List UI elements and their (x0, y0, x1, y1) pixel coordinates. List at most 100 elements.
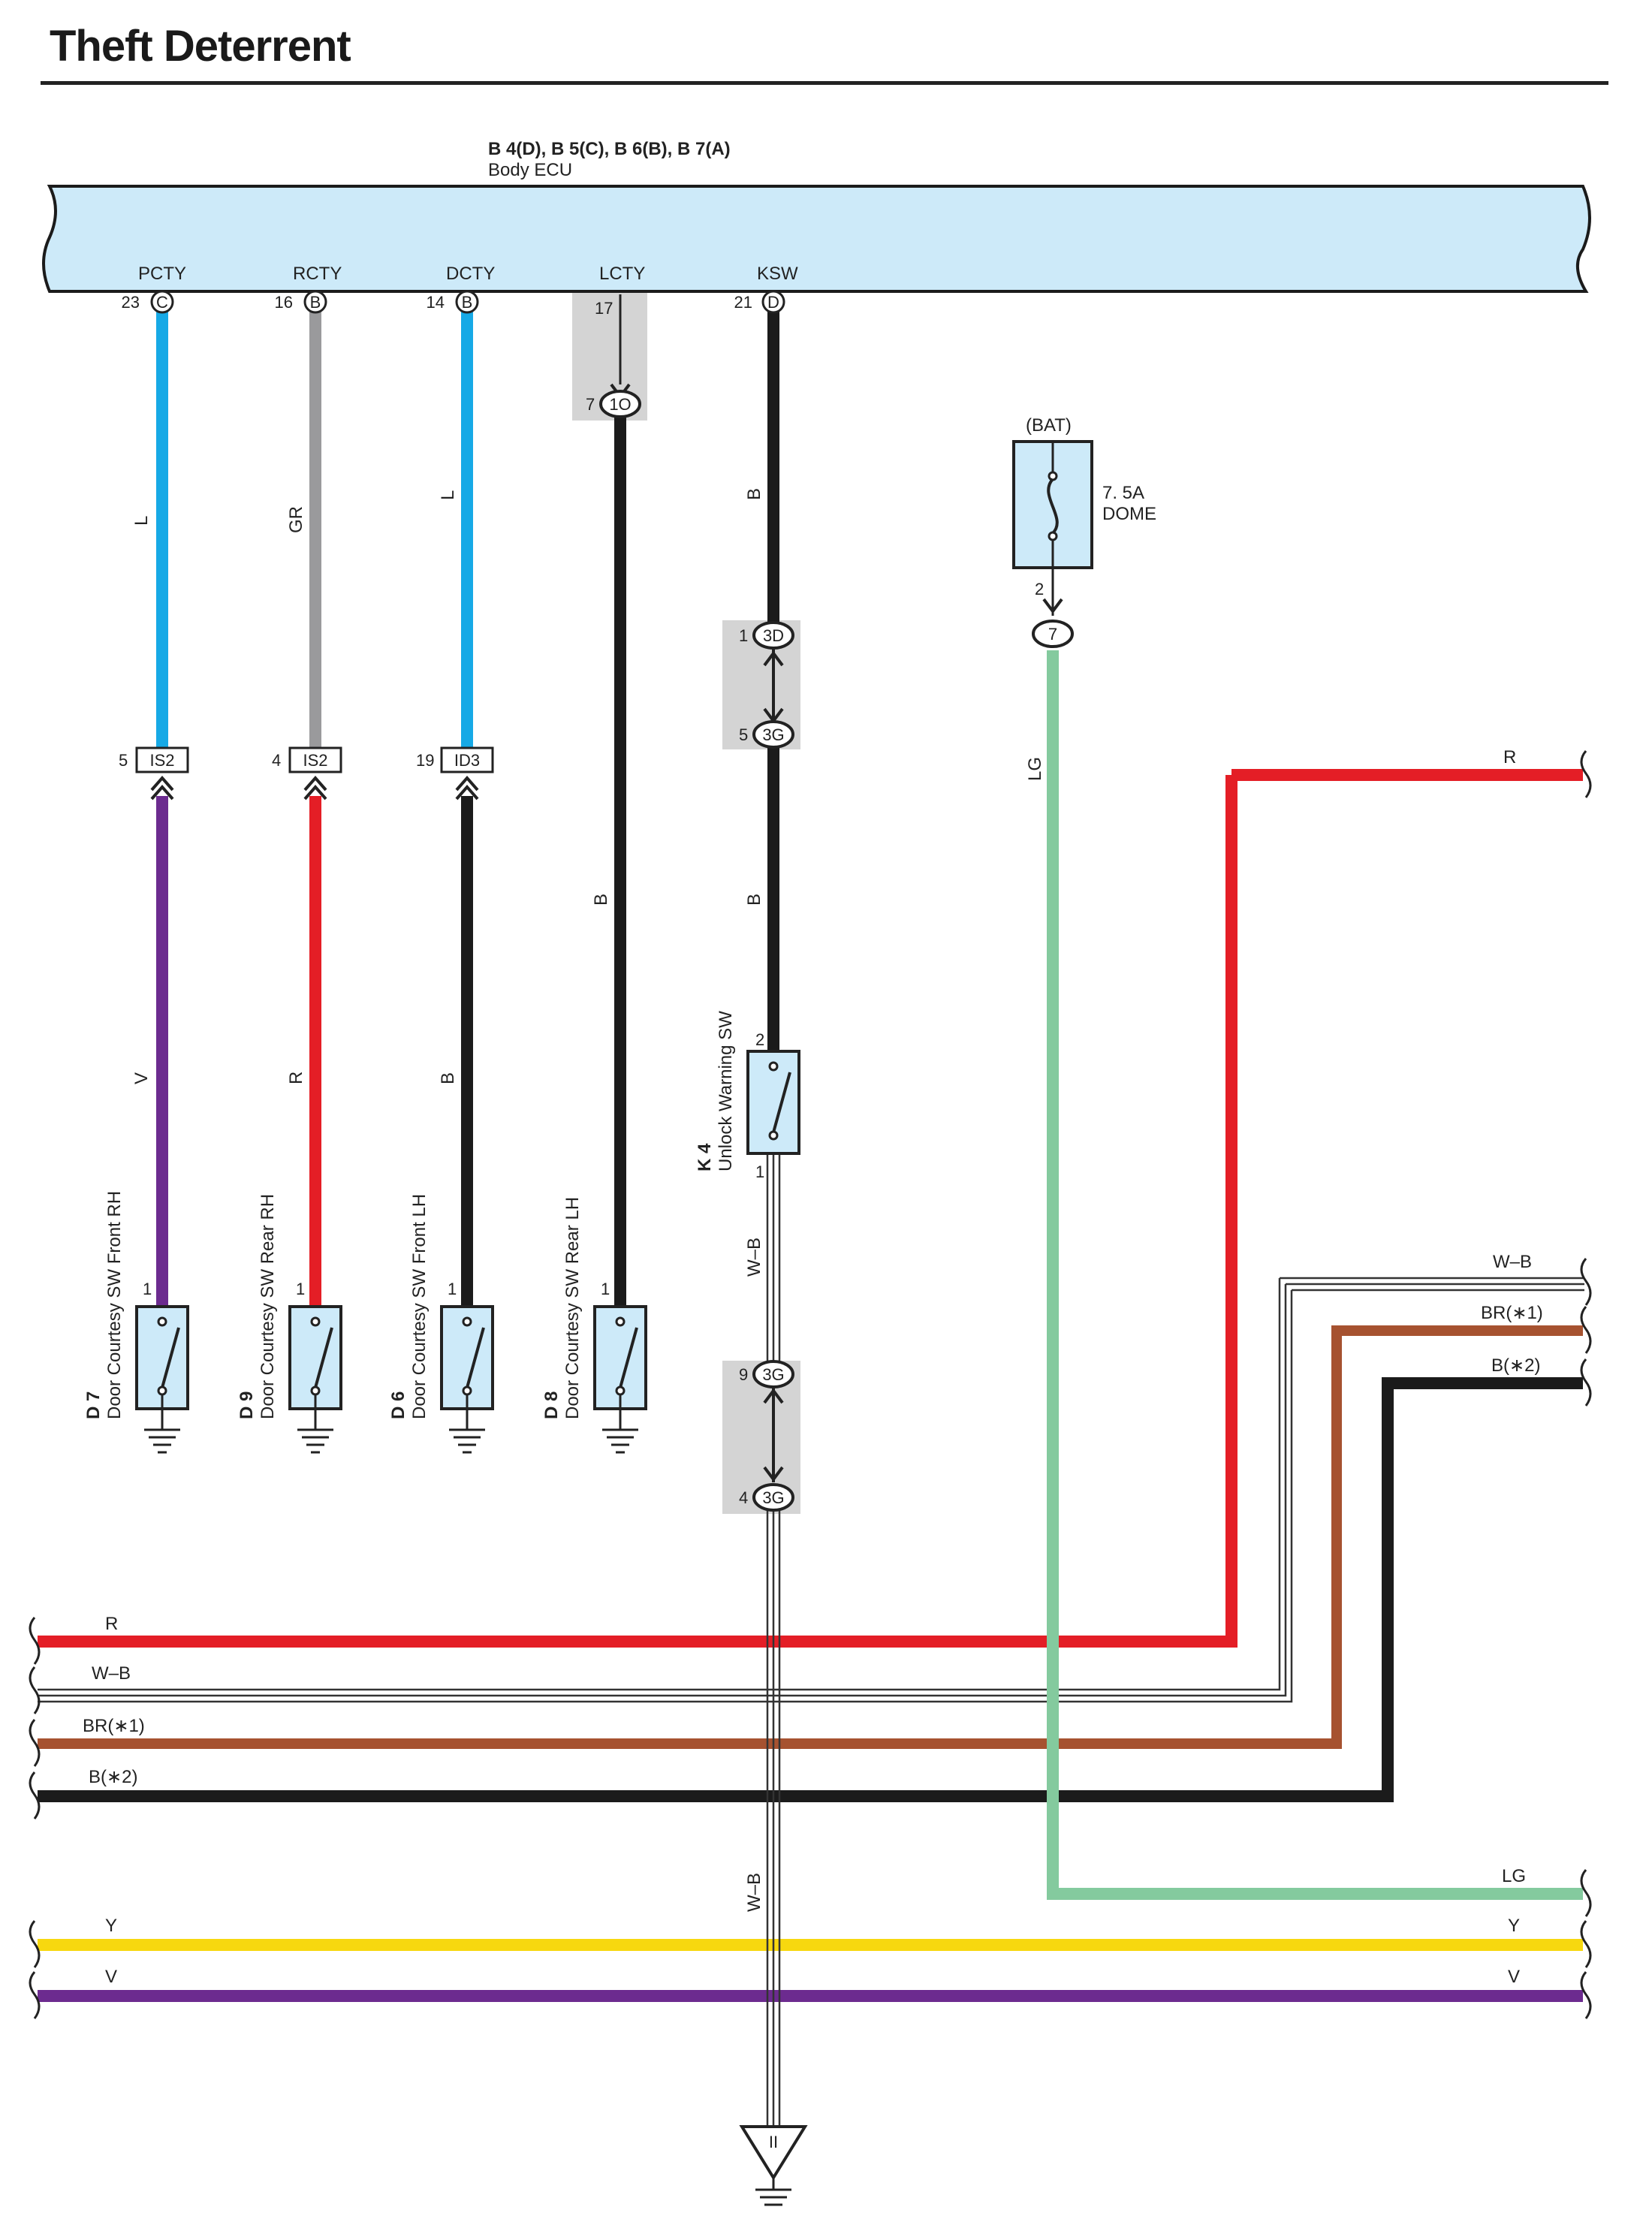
fuse-source: (BAT) (1026, 415, 1072, 436)
terminal-rcty: RCTY (293, 264, 342, 284)
ground-point: II (739, 2125, 808, 2206)
junction-3d (752, 621, 794, 650)
k4-pin-top: 2 (755, 1030, 764, 1049)
door-switches: 1 D 7 Door Courtesy SW Front RH 1 D 9 Do… (83, 1191, 647, 1454)
junction-bat (1032, 620, 1074, 648)
switch-d7-code: D 7 (83, 1391, 104, 1419)
switch-d6-code: D 6 (388, 1391, 408, 1419)
connector-is2-a (135, 746, 189, 773)
label-right-r: R (1503, 747, 1516, 767)
switch-d9-name: Door Courtesy SW Rear RH (258, 1194, 278, 1419)
connector-is2-a-name: IS2 (149, 751, 174, 770)
terminal-pcty: PCTY (138, 264, 186, 284)
wire-color-labels: L GR L B B B V R B W–B W–B LG (131, 488, 1045, 1912)
switch-d7-icon (161, 1327, 180, 1388)
label-right-lg: LG (1502, 1866, 1526, 1886)
ground-icon (449, 1428, 485, 1454)
wire-label-ksw-mid: B (744, 894, 764, 906)
fuse-element-icon (1047, 478, 1059, 535)
wire-label-k4-lower: W–B (744, 1238, 764, 1277)
terminal-circle-ksw (761, 290, 785, 314)
junction-3g-9 (752, 1360, 794, 1388)
switch-d8-code: D 8 (541, 1391, 562, 1419)
ground-triangle-icon (739, 2125, 808, 2181)
terminal-conn-ksw: D (767, 293, 779, 312)
junction-3g-4-pin: 4 (739, 1488, 748, 1507)
bus-r-upper (38, 769, 1583, 1648)
label-right-v: V (1508, 1967, 1520, 1987)
junction-3d-conn: 3D (763, 626, 784, 645)
terminal-pin-dcty: 14 (427, 293, 445, 312)
bus-wb (38, 1277, 1584, 1703)
junction-3g-4 (752, 1483, 794, 1512)
wire-label-pcty-upper: L (131, 516, 152, 526)
switch-d9-icon (314, 1327, 333, 1388)
bus-b (38, 1377, 1583, 1802)
connector-is2-b-pin: 4 (272, 751, 281, 770)
junction-3g-9-conn: 3G (762, 1365, 784, 1384)
switch-d8: 1 D 8 Door Courtesy SW Rear LH (541, 1197, 647, 1454)
switch-d9: 1 D 9 Door Courtesy SW Rear RH (237, 1194, 342, 1454)
junction-bat-pin: 2 (1035, 580, 1044, 598)
terminal-conn-rcty: B (310, 293, 321, 312)
wire-label-lg: LG (1025, 757, 1045, 781)
ground-icon (602, 1428, 638, 1454)
junction-1o-pin: 7 (586, 395, 595, 414)
terminal-lcty: LCTY (599, 264, 645, 284)
connector-id3 (440, 746, 494, 773)
arrow-3g4-down (763, 1466, 784, 1482)
label-right-y: Y (1508, 1916, 1520, 1936)
k4-switch-icon (772, 1072, 791, 1133)
ecu-outline (42, 185, 1591, 293)
wire-label-ground-bus: W–B (744, 1873, 764, 1912)
junction-3d-pin: 1 (739, 626, 748, 645)
terminal-pin-pcty: 23 (122, 293, 140, 312)
arrow-3g9-up (763, 1388, 784, 1404)
switch-d9-pin: 1 (296, 1280, 305, 1298)
junction-3g-upper-pin: 5 (739, 725, 748, 744)
wire-label-pcty-lower: V (131, 1072, 152, 1084)
junction-1o (599, 390, 641, 418)
label-left-r: R (105, 1614, 118, 1634)
label-left-br: BR(∗1) (83, 1716, 145, 1736)
ground-icon (144, 1428, 180, 1454)
terminal-pin-rcty: 16 (275, 293, 293, 312)
fuse-dome: (BAT) 7. 5A DOME (1012, 415, 1156, 569)
junction-3g-4-conn: 3G (762, 1488, 784, 1507)
wire-label-ksw-upper: B (744, 488, 764, 500)
label-right-br: BR(∗1) (1481, 1303, 1543, 1323)
terminal-pin-lcty: 17 (595, 299, 613, 318)
terminal-conn-dcty: B (462, 293, 473, 312)
ecu-connectors: B 4(D), B 5(C), B 6(B), B 7(A) (488, 139, 731, 159)
wire-label-dcty-lower: B (438, 1072, 458, 1084)
k4-name: Unlock Warning SW (716, 1011, 736, 1171)
junction-3g-9-pin: 9 (739, 1365, 748, 1384)
arrow-bat (1042, 598, 1063, 614)
switch-d8-pin: 1 (601, 1280, 610, 1298)
wire-label-lcty: B (591, 894, 611, 906)
switch-d8-icon (619, 1327, 638, 1388)
bus-break-marks (29, 750, 1592, 2019)
connector-id3-pin: 19 (416, 751, 434, 770)
label-left-b: B(∗2) (89, 1767, 137, 1787)
arrow-3d-up (763, 650, 784, 667)
switch-d6-icon (466, 1327, 485, 1388)
k4-unlock-warning-switch: 2 1 K 4 Unlock Warning SW (695, 1011, 800, 1181)
connector-is2-b-name: IS2 (303, 751, 327, 770)
connector-is2-a-pin: 5 (119, 751, 128, 770)
switch-d8-name: Door Courtesy SW Rear LH (562, 1197, 583, 1419)
switch-d7-pin: 1 (143, 1280, 152, 1298)
connector-is2-b (288, 746, 342, 773)
terminal-ksw: KSW (757, 264, 798, 284)
title-underline (41, 81, 1608, 85)
switch-d6: 1 D 6 Door Courtesy SW Front LH (388, 1194, 494, 1454)
k4-pin-bottom: 1 (755, 1162, 764, 1181)
switch-d9-code: D 9 (237, 1391, 257, 1419)
bus-lg (1047, 650, 1583, 1900)
junction-connectors: 1O 7 3D 1 3G 5 3G 9 3G 4 7 2 (586, 383, 1074, 1512)
junction-3g-upper-conn: 3G (762, 725, 784, 744)
label-right-wb: W–B (1493, 1252, 1532, 1272)
switch-d7: 1 D 7 Door Courtesy SW Front RH (83, 1191, 189, 1454)
inline-connectors: IS2 5 IS2 4 ID3 19 (119, 746, 494, 800)
junction-3g-upper (752, 720, 794, 749)
